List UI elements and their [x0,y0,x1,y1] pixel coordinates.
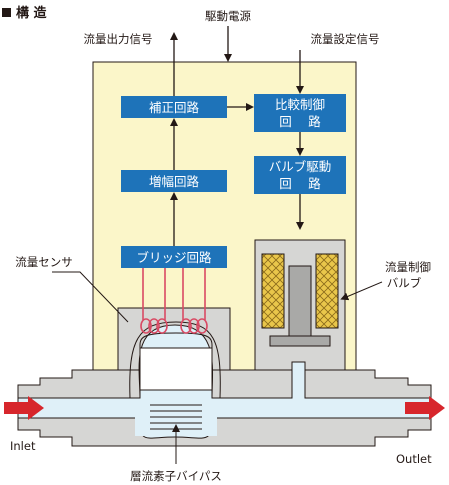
outlet-arrow-icon [405,396,445,420]
inlet-arrow-icon [4,396,44,420]
sensor-tube-inner [139,332,213,398]
signal-arrows [170,26,304,246]
flow-output-signal-label: 流量出力信号 [84,32,153,46]
flow-control-valve-label-1: 流量制御 [385,260,431,274]
leader-lines [52,271,383,464]
correction-circuit-label: 補正回路 [149,100,200,115]
title-square-icon [2,8,11,17]
amplifier-circuit-label: 増幅回路 [149,174,200,189]
inlet-label: Inlet [10,439,36,453]
compare-control-block [254,94,346,132]
compare-control-label-1: 比較制御 [275,97,325,112]
bridge-circuit-label: ブリッジ回路 [136,250,212,265]
valve-drive-label-1: バルブ駆動 [269,159,332,174]
bridge-circuit-block [121,246,227,268]
sensor-coils [140,318,208,334]
amplifier-circuit-block [121,170,227,192]
valve-drive-label-2: 回 路 [279,176,321,191]
valve-internals [261,253,339,347]
laminar-bypass-label: 層流素子バイパス [130,469,222,483]
drive-power-label: 駆動電源 [205,9,251,23]
flow-control-valve-label-2: バルブ [387,276,422,290]
outlet-label: Outlet [396,452,432,466]
compare-control-label-2: 回 路 [279,114,321,129]
coil-wires [142,268,206,320]
sensor-tube-outer [129,321,221,399]
valve-drive-block [254,156,346,194]
correction-circuit-block [121,96,227,118]
flow-sensor-label: 流量センサ [15,255,73,269]
flow-setting-signal-label: 流量設定信号 [311,32,380,46]
sensor-tube-core [139,347,213,391]
page-title: 構 造 [16,5,48,21]
